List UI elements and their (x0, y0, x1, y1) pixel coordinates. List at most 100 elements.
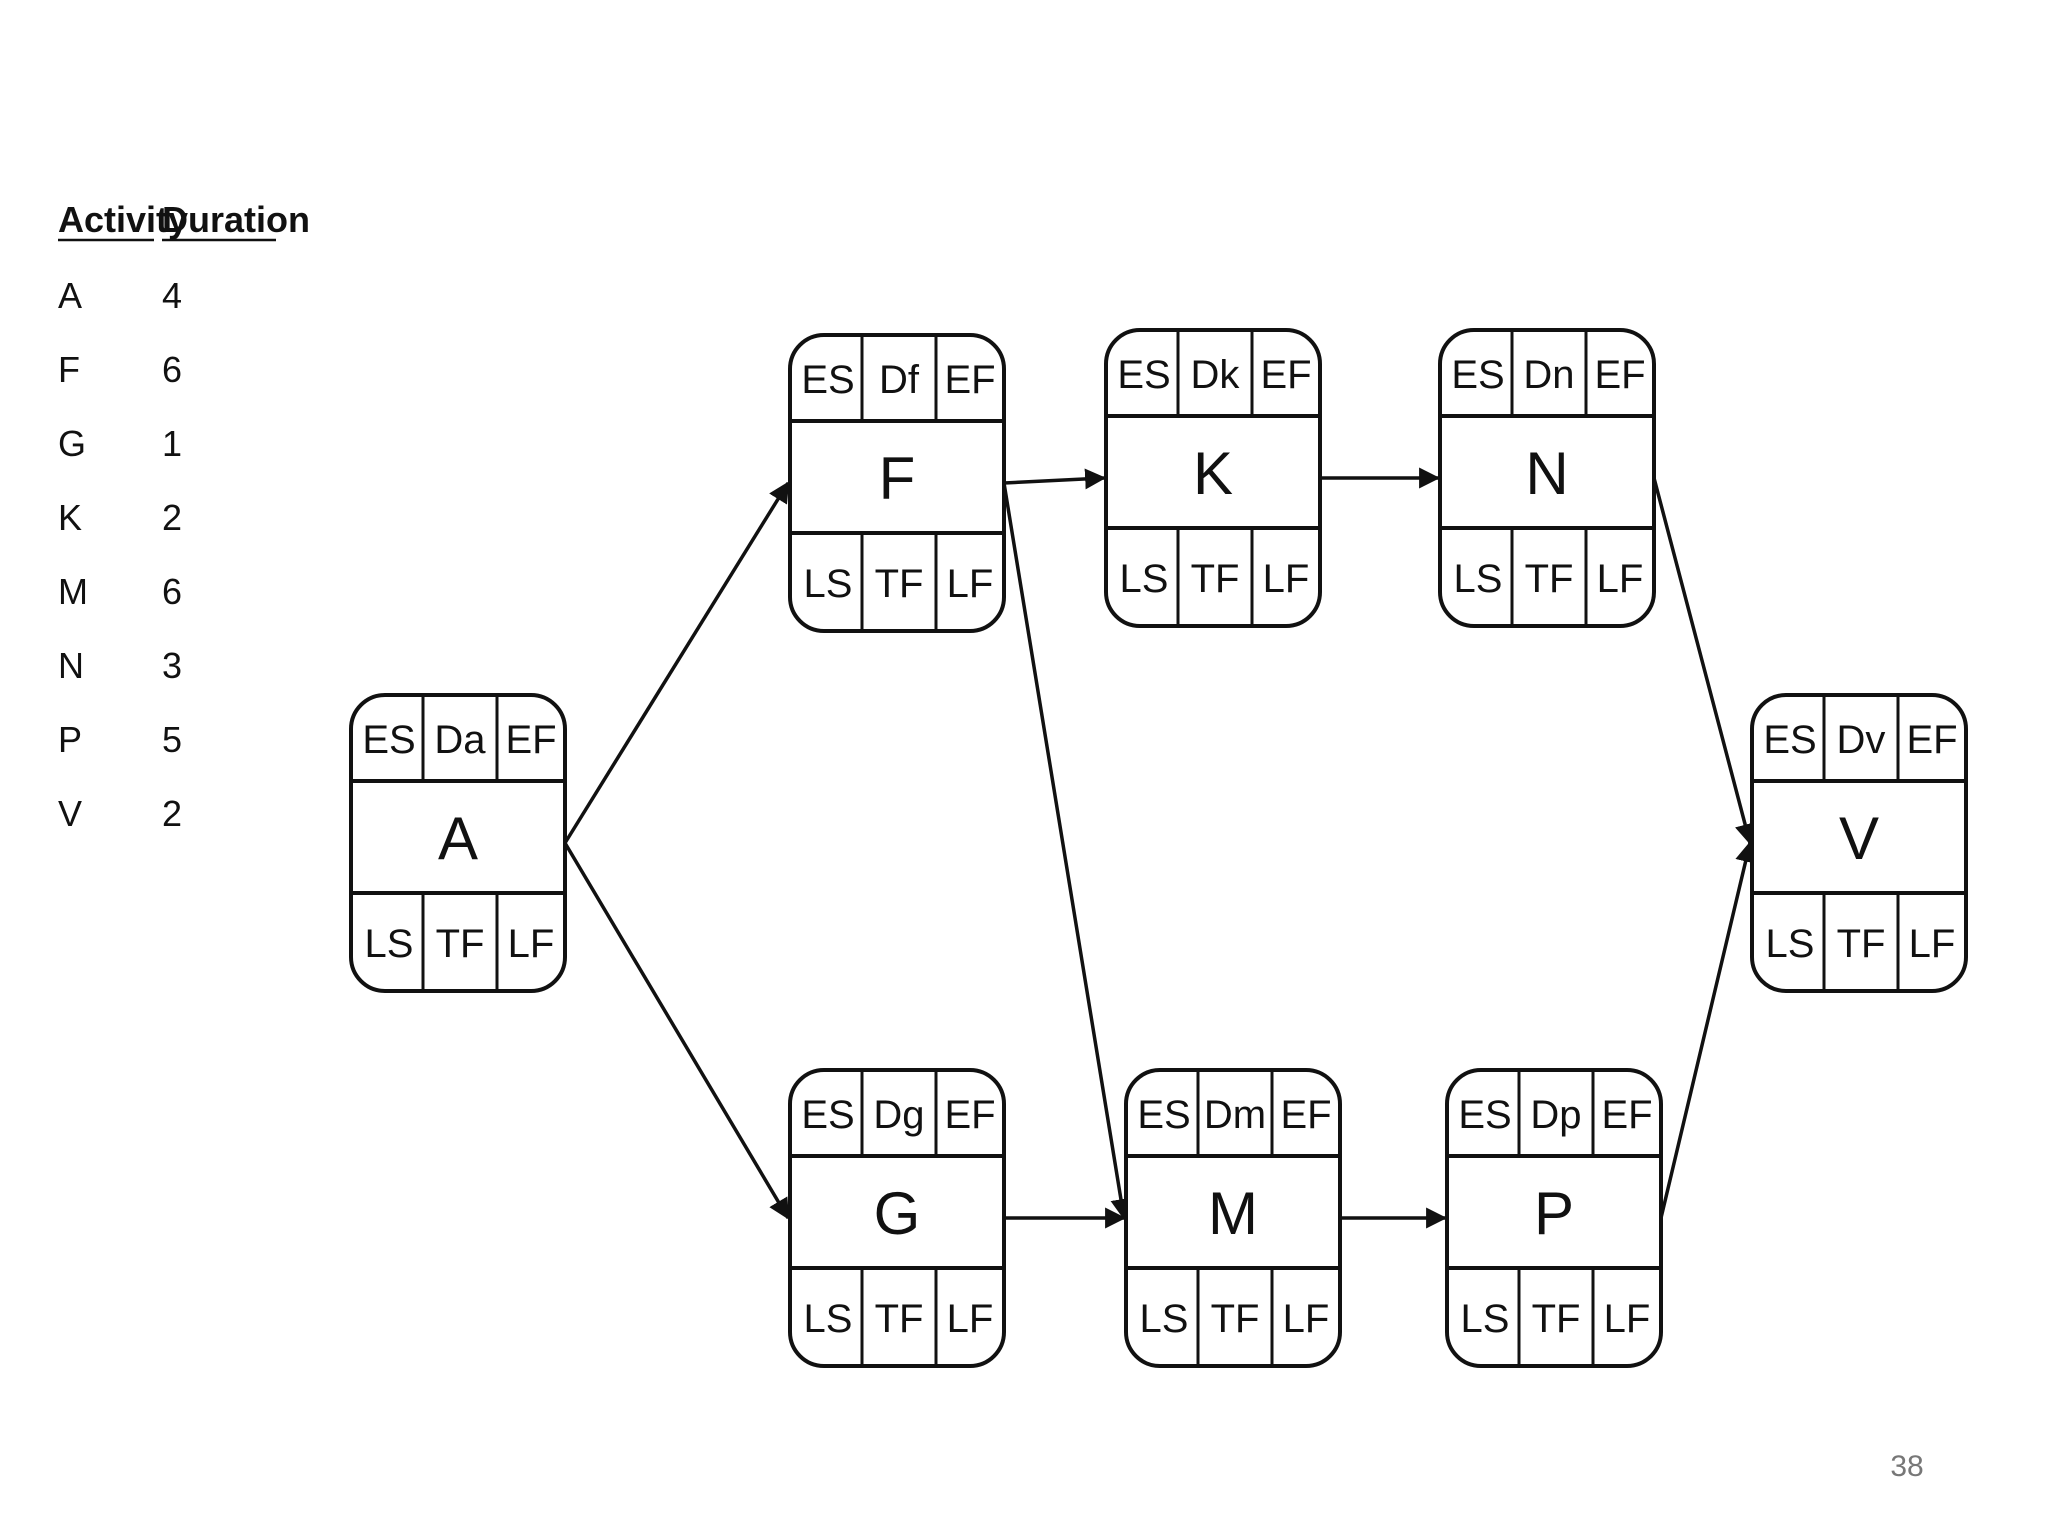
bottom-cell-lf: LF (947, 1297, 994, 1341)
activity-cell: F (58, 349, 80, 390)
node-g: ES Dg EF LS TF LF G (788, 1068, 1006, 1368)
edge-f-to-k (1003, 468, 1107, 490)
activity-name: M (1208, 1180, 1258, 1247)
top-cell-ef: EF (1906, 718, 1957, 762)
top-cell-ef: EF (944, 1093, 995, 1137)
top-cell-ef: EF (944, 358, 995, 402)
bottom-cell-tf: TF (436, 922, 485, 966)
node-box (1438, 328, 1656, 628)
top-cell-es: ES (801, 1093, 854, 1137)
node-box (1124, 1068, 1342, 1368)
duration-cell: 6 (162, 571, 182, 612)
activity-name: A (438, 805, 478, 872)
bottom-cell-lf: LF (1283, 1297, 1330, 1341)
top-cell-duration: Da (434, 718, 486, 762)
duration-cell: 3 (162, 645, 182, 686)
top-cell-es: ES (1137, 1093, 1190, 1137)
duration-cell: 5 (162, 719, 182, 760)
bottom-cell-lf: LF (1597, 557, 1644, 601)
edge-f-to-m (1002, 482, 1132, 1221)
edge-a-to-g (563, 842, 790, 1220)
bottom-cell-tf: TF (1191, 557, 1240, 601)
duration-cell: 1 (162, 423, 182, 464)
top-cell-es: ES (1451, 353, 1504, 397)
node-box (788, 333, 1006, 633)
activity-cell: K (58, 497, 82, 538)
top-cell-es: ES (1117, 353, 1170, 397)
bottom-cell-lf: LF (1909, 922, 1956, 966)
top-cell-es: ES (801, 358, 854, 402)
activity-cell: P (58, 719, 82, 760)
node-box (1445, 1068, 1663, 1368)
top-cell-duration: Dv (1837, 718, 1886, 762)
activity-name: K (1193, 440, 1233, 507)
bottom-cell-lf: LF (508, 922, 555, 966)
edge-p-to-v (1659, 840, 1756, 1219)
top-cell-duration: Dn (1523, 353, 1574, 397)
node-v: ES Dv EF LS TF LF V (1750, 693, 1968, 993)
duration-cell: 2 (162, 793, 182, 834)
activity-header: Activity (58, 199, 188, 240)
bottom-cell-lf: LF (947, 562, 994, 606)
activity-name: N (1525, 440, 1568, 507)
edge-n-to-v (1652, 477, 1756, 846)
top-cell-duration: Dk (1191, 353, 1241, 397)
activity-cell: N (58, 645, 84, 686)
top-cell-ef: EF (505, 718, 556, 762)
duration-cell: 4 (162, 275, 182, 316)
activity-name: G (874, 1180, 921, 1247)
activity-name: V (1839, 805, 1879, 872)
edge-a-to-f (563, 481, 790, 844)
top-cell-duration: Df (879, 358, 920, 402)
top-cell-es: ES (362, 718, 415, 762)
top-cell-duration: Dp (1530, 1093, 1581, 1137)
bottom-cell-ls: LS (1461, 1297, 1510, 1341)
top-cell-duration: Dg (873, 1093, 924, 1137)
activity-cell: A (58, 275, 82, 316)
node-box (349, 693, 567, 993)
bottom-cell-lf: LF (1263, 557, 1310, 601)
activity-name: F (879, 445, 916, 512)
top-cell-ef: EF (1280, 1093, 1331, 1137)
bottom-cell-ls: LS (1120, 557, 1169, 601)
top-cell-ef: EF (1594, 353, 1645, 397)
duration-cell: 6 (162, 349, 182, 390)
activity-cell: V (58, 793, 82, 834)
bottom-cell-tf: TF (1837, 922, 1886, 966)
bottom-cell-tf: TF (1525, 557, 1574, 601)
duration-cell: 2 (162, 497, 182, 538)
bottom-cell-tf: TF (875, 1297, 924, 1341)
duration-header: Duration (162, 199, 310, 240)
bottom-cell-lf: LF (1604, 1297, 1651, 1341)
bottom-cell-tf: TF (1532, 1297, 1581, 1341)
top-cell-ef: EF (1601, 1093, 1652, 1137)
top-cell-es: ES (1763, 718, 1816, 762)
activity-cell: M (58, 571, 88, 612)
node-box (1750, 693, 1968, 993)
bottom-cell-ls: LS (804, 562, 853, 606)
activity-name: P (1534, 1180, 1574, 1247)
page-number: 38 (1890, 1450, 1923, 1483)
bottom-cell-ls: LS (1766, 922, 1815, 966)
node-box (1104, 328, 1322, 628)
bottom-cell-ls: LS (804, 1297, 853, 1341)
node-box (788, 1068, 1006, 1368)
